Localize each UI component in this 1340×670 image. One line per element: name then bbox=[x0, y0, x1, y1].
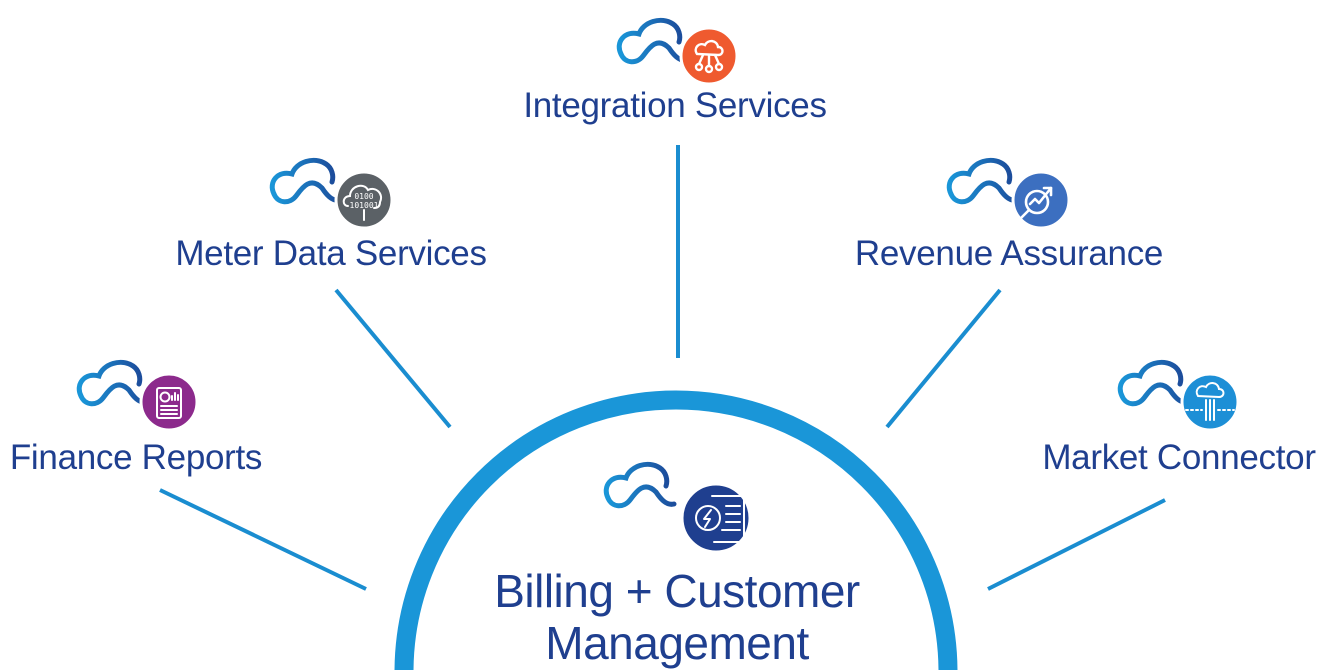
binary-line-2: 101001 bbox=[350, 201, 379, 210]
node-label-integration-services: Integration Services bbox=[523, 86, 827, 125]
node-label-finance-reports: Finance Reports bbox=[9, 438, 263, 477]
cloud-connector-icon bbox=[1185, 382, 1235, 421]
center-title-line-1: Billing + Customer bbox=[494, 565, 860, 617]
binary-line-1: 0100 bbox=[354, 192, 373, 201]
cloud-binary-icon bbox=[342, 184, 382, 221]
revenue-assurance-icon bbox=[949, 160, 1071, 230]
invoice-lightning-icon bbox=[695, 495, 745, 543]
node-label-revenue-assurance: Revenue Assurance bbox=[854, 234, 1164, 273]
integration-services-icon bbox=[619, 20, 739, 86]
magnifier-trend-icon bbox=[1019, 186, 1053, 220]
report-chart-icon bbox=[156, 387, 182, 419]
center-ring bbox=[394, 390, 958, 670]
finance-reports-icon bbox=[79, 362, 199, 432]
finance-badge bbox=[139, 372, 199, 432]
meter-data-badge bbox=[334, 170, 394, 230]
center-service-icon bbox=[606, 464, 752, 554]
node-label-meter-data-services: Meter Data Services bbox=[175, 234, 487, 273]
cloud-network-icon bbox=[694, 39, 724, 74]
connector-line-market bbox=[987, 498, 1166, 591]
connector-line-finance bbox=[159, 488, 367, 591]
center-title-line-2: Management bbox=[545, 617, 809, 669]
node-label-market-connector: Market Connector bbox=[1042, 438, 1316, 477]
connector-line-meter-data bbox=[334, 288, 452, 429]
market-connector-icon bbox=[1120, 362, 1240, 432]
center-badge bbox=[680, 482, 752, 554]
connector-line-revenue bbox=[885, 288, 1002, 429]
meter-data-services-icon: 0100 101001 bbox=[272, 160, 394, 230]
